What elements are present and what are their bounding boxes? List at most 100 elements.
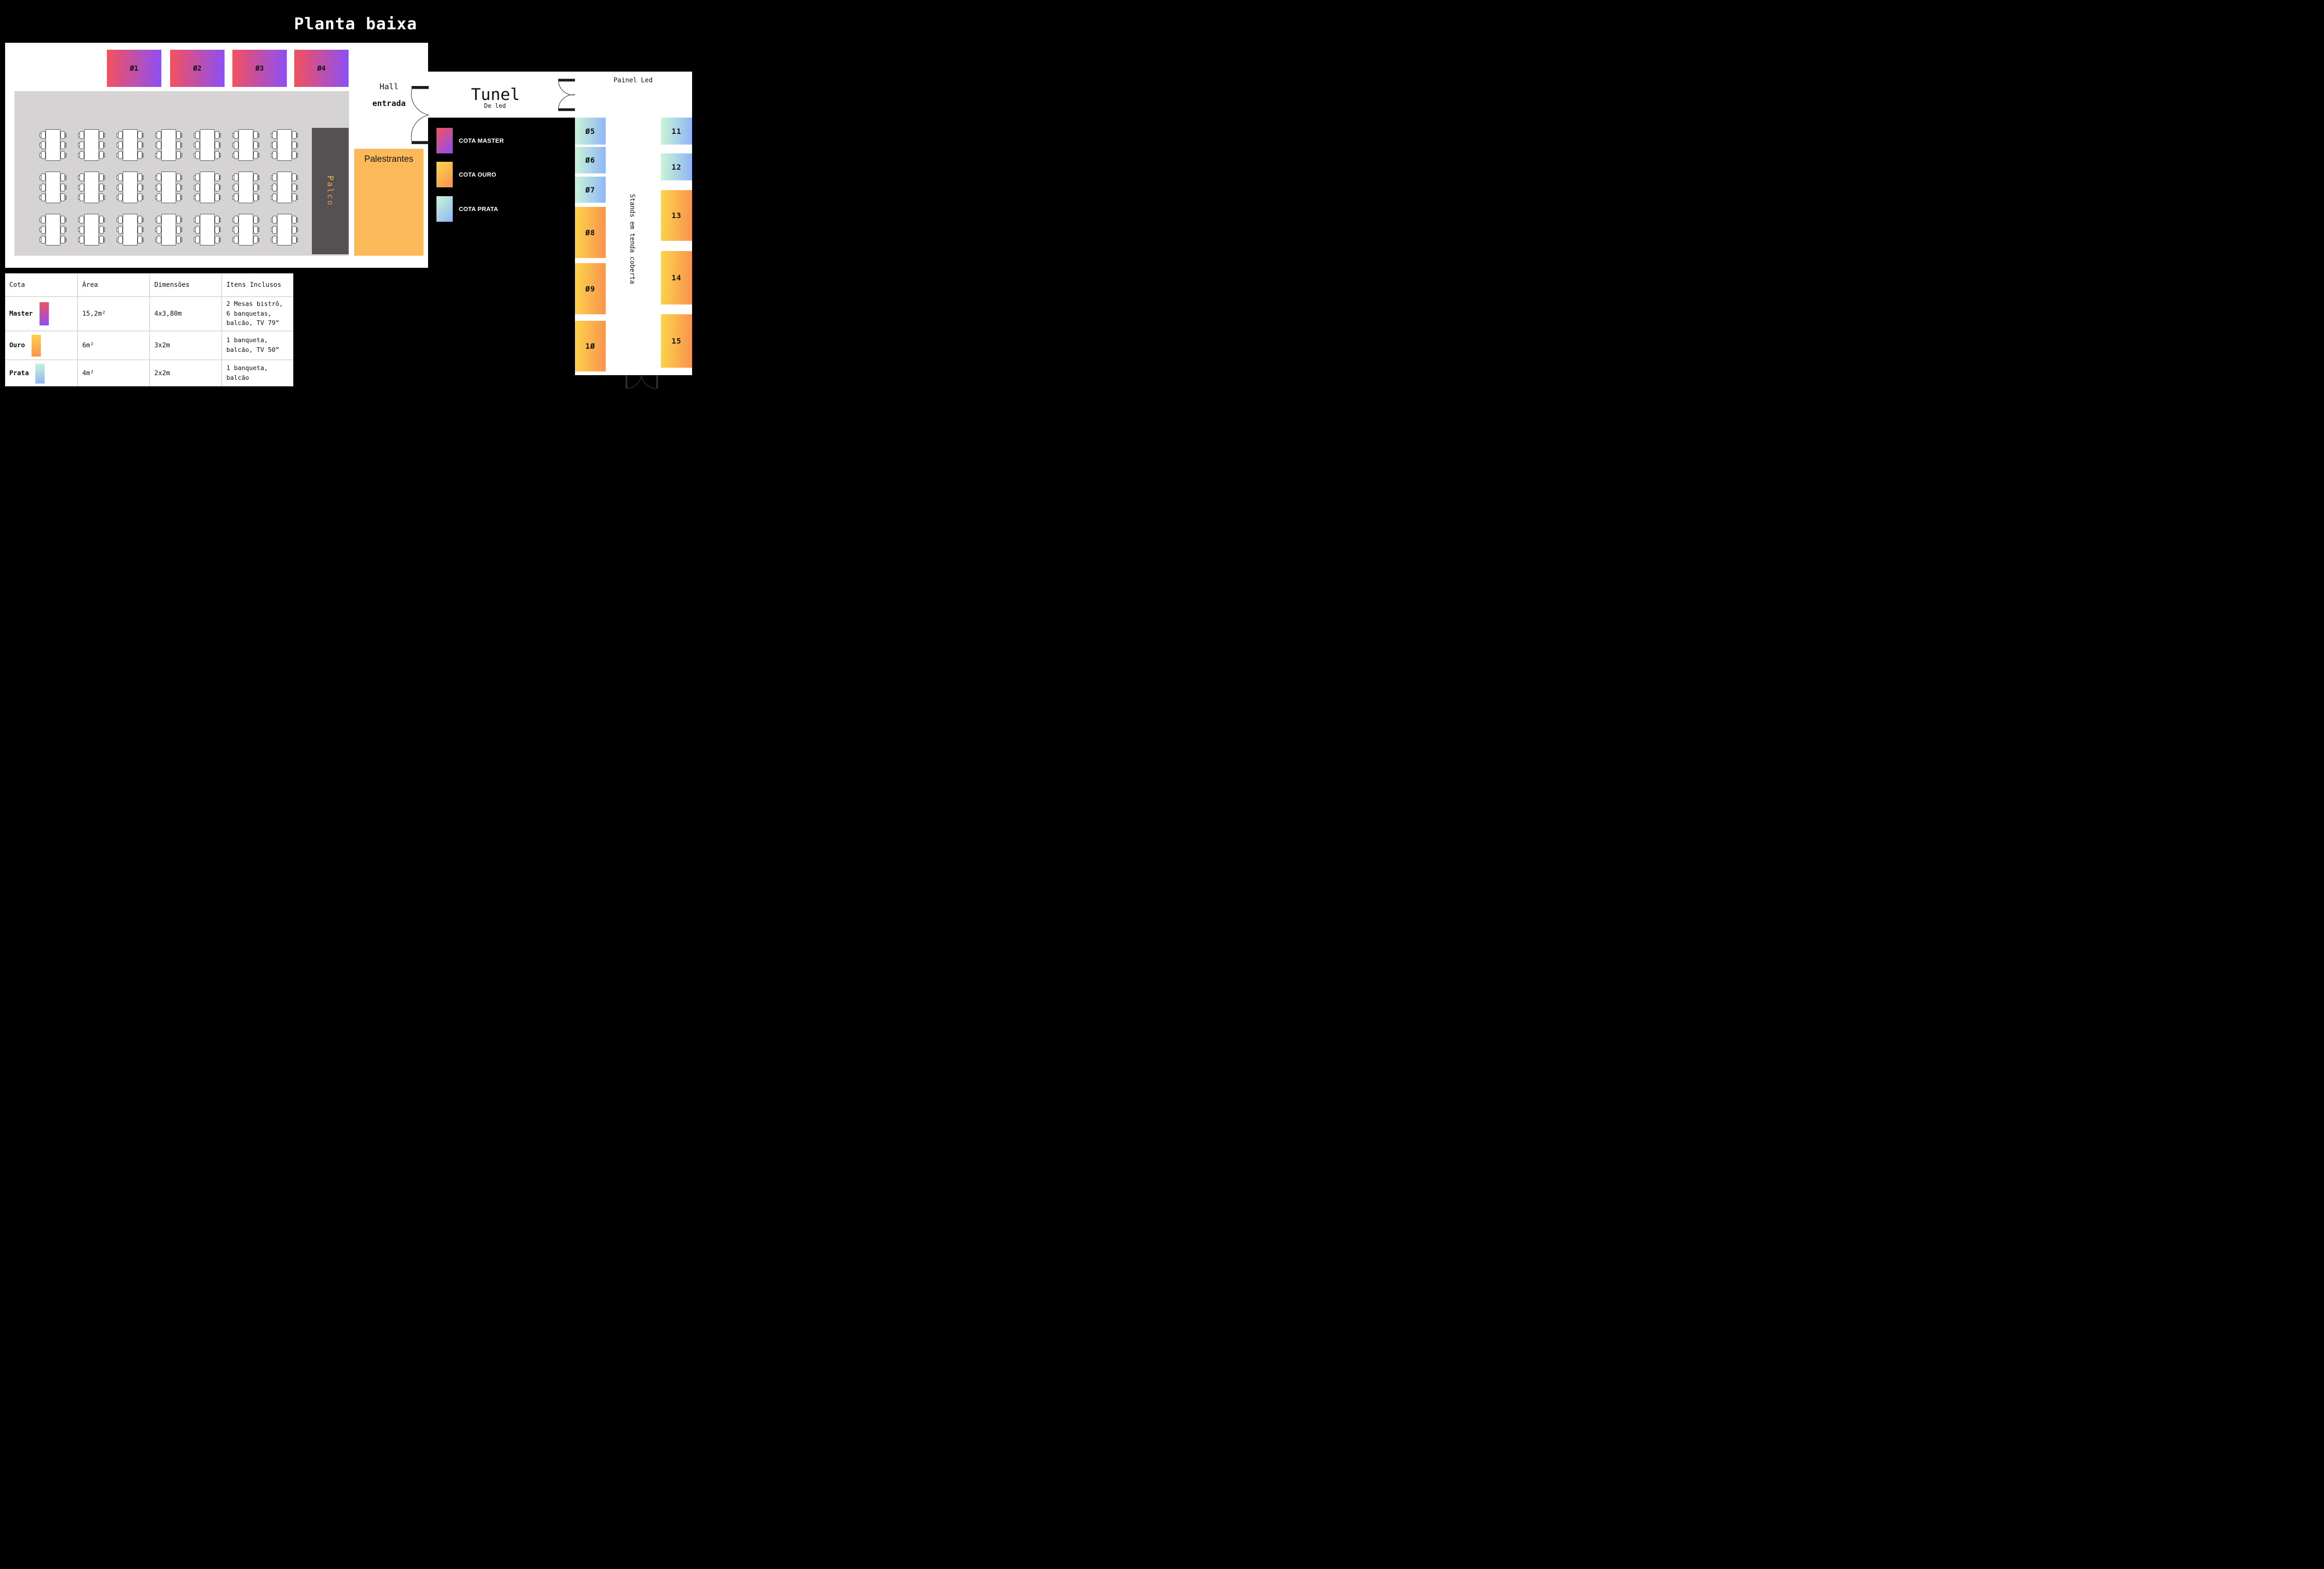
- chair-icon: [194, 141, 200, 149]
- banquet-table-unit: [194, 172, 221, 203]
- banquet-table-unit: [78, 129, 105, 161]
- chair-icon: [99, 131, 105, 139]
- chair-icon: [138, 193, 144, 201]
- chair-icon: [155, 173, 161, 181]
- banquet-table: [238, 214, 253, 245]
- chair-icon: [253, 225, 259, 234]
- banquet-table-unit: [232, 129, 259, 161]
- pricing-cell-master-itens: 2 Mesas bistrô,6 banquetas,balcão, TV 79…: [222, 297, 293, 331]
- chairs-left: [40, 173, 46, 201]
- pricing-tier-swatch-prata: [35, 363, 45, 384]
- banquet-table: [46, 129, 60, 161]
- chair-icon: [271, 141, 277, 149]
- chair-icon: [215, 236, 221, 244]
- chair-icon: [194, 216, 200, 224]
- chair-icon: [78, 173, 84, 181]
- chair-icon: [215, 173, 221, 181]
- chair-icon: [271, 131, 277, 139]
- banquet-table-unit: [271, 214, 298, 245]
- legend-item-ouro: COTA OURO: [436, 162, 496, 187]
- pricing-cell-prata-area: 4m²: [78, 360, 150, 386]
- stand-Ø2: Ø2: [170, 50, 224, 87]
- chair-icon: [40, 151, 46, 159]
- chair-icon: [253, 193, 259, 201]
- chair-icon: [253, 216, 259, 224]
- chairs-right: [99, 216, 105, 244]
- tunnel-title: Tunel: [471, 86, 520, 104]
- chairs-left: [40, 216, 46, 244]
- chair-icon: [292, 183, 298, 192]
- chair-icon: [253, 236, 259, 244]
- banquet-table-unit: [271, 172, 298, 203]
- chairs-left: [155, 131, 161, 159]
- chairs-right: [215, 131, 221, 159]
- chair-icon: [155, 236, 161, 244]
- chair-icon: [138, 173, 144, 181]
- chair-icon: [194, 183, 200, 192]
- chair-icon: [60, 131, 66, 139]
- chair-icon: [138, 225, 144, 234]
- banquet-table-unit: [78, 172, 105, 203]
- banquet-table-unit: [40, 129, 66, 161]
- stand-Ø1: Ø1: [107, 50, 161, 87]
- banquet-table-unit: [40, 172, 66, 203]
- legend-label-ouro: COTA OURO: [459, 171, 496, 178]
- chair-icon: [292, 236, 298, 244]
- chair-icon: [138, 216, 144, 224]
- pricing-header-dimensoes: Dimensões: [150, 273, 222, 297]
- stand-Ø9: Ø9: [575, 263, 606, 314]
- chairs-right: [253, 131, 259, 159]
- chair-icon: [60, 151, 66, 159]
- banquet-table: [46, 214, 60, 245]
- chair-icon: [155, 141, 161, 149]
- chairs-left: [194, 216, 200, 244]
- chair-icon: [99, 193, 105, 201]
- chair-icon: [215, 151, 221, 159]
- banquet-table-unit: [117, 214, 144, 245]
- chair-icon: [78, 216, 84, 224]
- hall-label-line2: entrada: [372, 99, 406, 108]
- pricing-cell-ouro-area: 6m²: [78, 331, 150, 360]
- chair-icon: [194, 225, 200, 234]
- chairs-right: [292, 216, 298, 244]
- legend-item-master: COTA MASTER: [436, 128, 504, 153]
- pricing-header-cota: Cota: [5, 273, 78, 297]
- chairs-left: [78, 173, 84, 201]
- chair-icon: [215, 193, 221, 201]
- tables-floor: Palco: [14, 91, 349, 256]
- chair-icon: [138, 151, 144, 159]
- chair-icon: [99, 141, 105, 149]
- chairs-left: [232, 173, 238, 201]
- chair-icon: [232, 216, 238, 224]
- banquet-table: [277, 172, 292, 203]
- stand-Ø6: Ø6: [575, 147, 606, 173]
- chairs-right: [176, 131, 182, 159]
- banquet-table-unit: [194, 214, 221, 245]
- pricing-cell-ouro-cota: Ouro: [5, 331, 78, 360]
- chairs-right: [138, 216, 144, 244]
- chair-icon: [232, 151, 238, 159]
- chairs-left: [155, 216, 161, 244]
- chair-icon: [78, 151, 84, 159]
- stand-Ø8: Ø8: [575, 207, 606, 258]
- painel-led-label: Painel Led: [613, 77, 653, 84]
- banquet-table-unit: [40, 214, 66, 245]
- banquet-table: [161, 214, 176, 245]
- chair-icon: [60, 193, 66, 201]
- banquet-table: [161, 129, 176, 161]
- chair-icon: [117, 173, 123, 181]
- banquet-table: [161, 172, 176, 203]
- chair-icon: [117, 216, 123, 224]
- banquet-table: [84, 129, 99, 161]
- banquet-table-unit: [155, 214, 182, 245]
- palestrantes-area: Palestrantes: [354, 149, 423, 256]
- banquet-table: [123, 129, 138, 161]
- chairs-left: [155, 173, 161, 201]
- pricing-item-line: 1 banqueta,: [226, 337, 268, 344]
- pricing-item-line: balcão, TV 50”: [226, 346, 279, 354]
- chair-icon: [232, 193, 238, 201]
- pricing-cell-prata-dimensoes: 2x2m: [150, 360, 222, 386]
- chairs-right: [60, 131, 66, 159]
